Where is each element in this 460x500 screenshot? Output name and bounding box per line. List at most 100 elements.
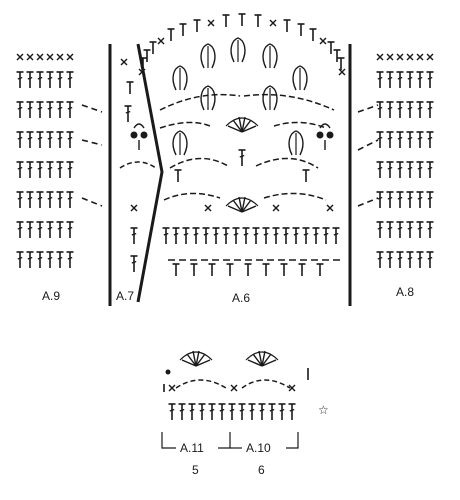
a8-treble-grid: [375, 71, 435, 269]
edge-stitch: [269, 19, 277, 27]
a6-chain-arcs: [159, 93, 335, 201]
treble-stitch: [35, 191, 45, 209]
treble-stitch: [25, 191, 35, 209]
a8-top-sc-row: [376, 53, 434, 61]
treble-stitch: [425, 221, 435, 239]
treble-stitch: [25, 251, 35, 269]
treble-stitch: [405, 101, 415, 119]
edge-stitch: [237, 13, 247, 27]
treble-stitch: [35, 71, 45, 89]
edge-stitch: [166, 28, 176, 42]
block-a10-a11: ☆ A.11 A.10 5 6: [161, 350, 329, 477]
treble-stitch: [201, 227, 211, 245]
treble-stitch: [385, 191, 395, 209]
treble-stitch: [191, 227, 201, 245]
treble-stitch: [45, 191, 55, 209]
edge-stitch: [148, 41, 158, 55]
single-crochet-stitch: [426, 53, 434, 61]
treble-stitch: [395, 101, 405, 119]
a8-bead-motif: [316, 123, 334, 150]
treble-stitch: [55, 101, 65, 119]
half-treble-stitch: [243, 263, 253, 277]
treble-stitch: [45, 251, 55, 269]
treble-stitch: [385, 101, 395, 119]
treble-stitch: [45, 161, 55, 179]
treble-stitch: [321, 227, 331, 245]
treble-stitch: [65, 191, 75, 209]
treble-stitch: [301, 227, 311, 245]
edge-stitch: [207, 19, 215, 27]
treble-stitch: [271, 227, 281, 245]
treble-stitch: [161, 227, 171, 245]
treble-stitch: [25, 101, 35, 119]
treble-stitch: [177, 403, 187, 421]
treble-stitch: [405, 71, 415, 89]
treble-stitch: [25, 161, 35, 179]
a9-connector-dashes: [81, 104, 103, 207]
treble-stitch: [15, 71, 25, 89]
label-a9: A.9: [42, 289, 60, 303]
treble-stitch: [375, 191, 385, 209]
a9-top-sc-row: [16, 53, 74, 61]
treble-stitch: [415, 251, 425, 269]
treble-stitch: [405, 251, 415, 269]
treble-stitch: [65, 101, 75, 119]
treble-stitch: [197, 403, 207, 421]
block-a7: A.7: [116, 58, 157, 303]
repeat-brackets: [161, 432, 299, 449]
treble-stitch: [55, 131, 65, 149]
treble-stitch: [247, 403, 257, 421]
treble-stitch: [375, 251, 385, 269]
treble-stitch: [267, 403, 277, 421]
edge-stitch: [178, 23, 188, 37]
treble-stitch: [65, 221, 75, 239]
treble-stitch: [181, 227, 191, 245]
edge-stitch: [338, 68, 346, 76]
treble-stitch: [425, 71, 435, 89]
treble-stitch: [251, 227, 261, 245]
a9-treble-grid: [15, 71, 75, 269]
edge-stitch: [192, 19, 202, 33]
treble-stitch: [415, 71, 425, 89]
treble-stitch: [211, 227, 221, 245]
half-treble-stitch: [207, 263, 217, 277]
treble-stitch: [15, 251, 25, 269]
treble-stitch: [241, 227, 251, 245]
single-crochet-stitch: [16, 53, 24, 61]
treble-stitch: [45, 221, 55, 239]
single-crochet-stitch: [376, 53, 384, 61]
treble-stitch: [55, 191, 65, 209]
treble-stitch: [425, 191, 435, 209]
single-crochet-stitch: [406, 53, 414, 61]
treble-stitch: [35, 221, 45, 239]
treble-stitch: [395, 161, 405, 179]
single-crochet-stitch: [46, 53, 54, 61]
half-treble-stitch: [279, 263, 289, 277]
treble-stitch: [35, 101, 45, 119]
single-crochet-stitch: [56, 53, 64, 61]
treble-stitch: [261, 227, 271, 245]
single-crochet-stitch: [36, 53, 44, 61]
half-treble-stitch: [225, 263, 235, 277]
edge-stitch: [326, 41, 336, 55]
treble-stitch: [415, 101, 425, 119]
count-a10: 6: [258, 463, 265, 477]
block-a6: A.6: [138, 13, 346, 305]
edge-stitch: [253, 14, 263, 28]
treble-stitch: [395, 251, 405, 269]
treble-stitch: [405, 221, 415, 239]
edge-stitch: [142, 49, 152, 63]
treble-stitch: [415, 131, 425, 149]
edge-stitch: [319, 37, 327, 45]
edge-stitch: [282, 19, 292, 33]
treble-stitch: [425, 251, 435, 269]
treble-stitch: [55, 71, 65, 89]
treble-stitch: [221, 227, 231, 245]
treble-stitch: [15, 221, 25, 239]
treble-stitch: [375, 221, 385, 239]
edge-stitch: [308, 28, 318, 42]
treble-stitch: [227, 403, 237, 421]
half-treble-stitch: [189, 263, 199, 277]
treble-stitch: [65, 161, 75, 179]
